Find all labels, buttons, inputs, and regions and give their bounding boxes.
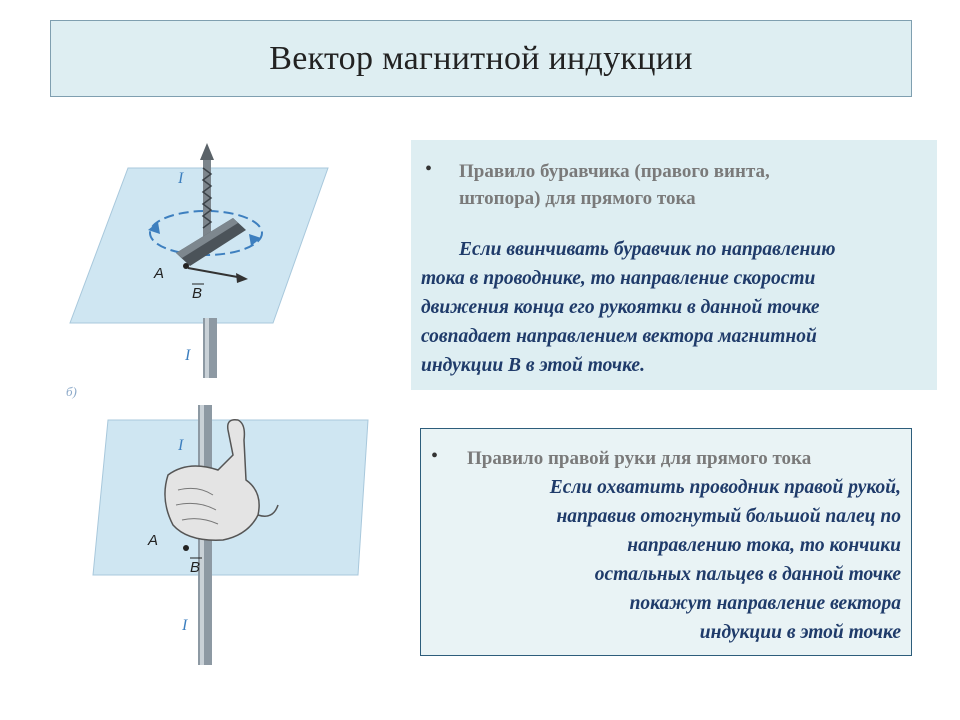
vector-label: B <box>192 285 202 302</box>
current-label-top: I <box>177 437 184 454</box>
rule-line: индукции В в этой точке. <box>421 355 645 376</box>
rule-line: индукции в этой точке <box>699 622 901 643</box>
rule-line: Если ввинчивать буравчик по направлению <box>459 239 836 260</box>
gimlet-rule-heading: Правило буравчика (правого винта, штопор… <box>453 158 770 212</box>
right-hand-rule-figure: I I A B <box>92 405 369 665</box>
rule-line: Если охватить проводник правой рукой, <box>549 477 901 498</box>
gimlet-screw <box>203 158 211 238</box>
heading-line: штопора) для прямого тока <box>459 188 696 209</box>
right-hand-rule-bullet: • Правило правой руки для прямого тока <box>431 445 811 472</box>
point-label: A <box>147 532 158 549</box>
gimlet-handle <box>176 218 246 266</box>
right-hand-rule-text: Если охватить проводник правой рукой, на… <box>550 473 901 647</box>
gimlet-rule-text: Если ввинчивать буравчик по направлению … <box>421 235 933 380</box>
point-label: A <box>153 265 164 282</box>
right-hand-rule-heading: Правило правой руки для прямого тока <box>467 448 812 469</box>
title-box: Вектор магнитной индукции <box>50 20 912 97</box>
gimlet-tip <box>200 143 214 160</box>
slide-title: Вектор магнитной индукции <box>269 39 693 77</box>
figure-letter: б) <box>66 384 77 399</box>
rule-line: покажут направление вектора <box>629 593 901 614</box>
hand <box>164 418 260 541</box>
rule-line: остальных пальцев в данной точке <box>594 564 901 585</box>
rule-line: направлению тока, то кончики <box>627 535 901 556</box>
heading-line: Правило буравчика (правого винта, <box>459 161 770 182</box>
rule-line: тока в проводнике, то направление скорос… <box>421 268 816 289</box>
current-label-top: I <box>177 170 184 187</box>
right-hand-rule-panel: • Правило правой руки для прямого тока Е… <box>420 428 912 656</box>
vector-label: B <box>190 559 200 576</box>
gimlet-rule-panel: • Правило буравчика (правого винта, штоп… <box>411 140 937 390</box>
current-label-bottom: I <box>181 617 188 634</box>
rule-line: движения конца его рукоятки в данной точ… <box>421 297 820 318</box>
bullet-marker: • <box>431 445 439 467</box>
rule-line: направив отогнутый большой палец по <box>556 506 901 527</box>
bullet-marker: • <box>425 158 433 180</box>
gimlet-rule-bullet: • Правило буравчика (правого винта, штоп… <box>425 158 770 212</box>
vector-b-arrow <box>187 267 244 279</box>
gimlet-rule-figure: I I A B <box>69 143 329 378</box>
current-label-bottom: I <box>184 347 191 364</box>
rule-line: совпадает направлением вектора магнитной <box>421 326 817 347</box>
